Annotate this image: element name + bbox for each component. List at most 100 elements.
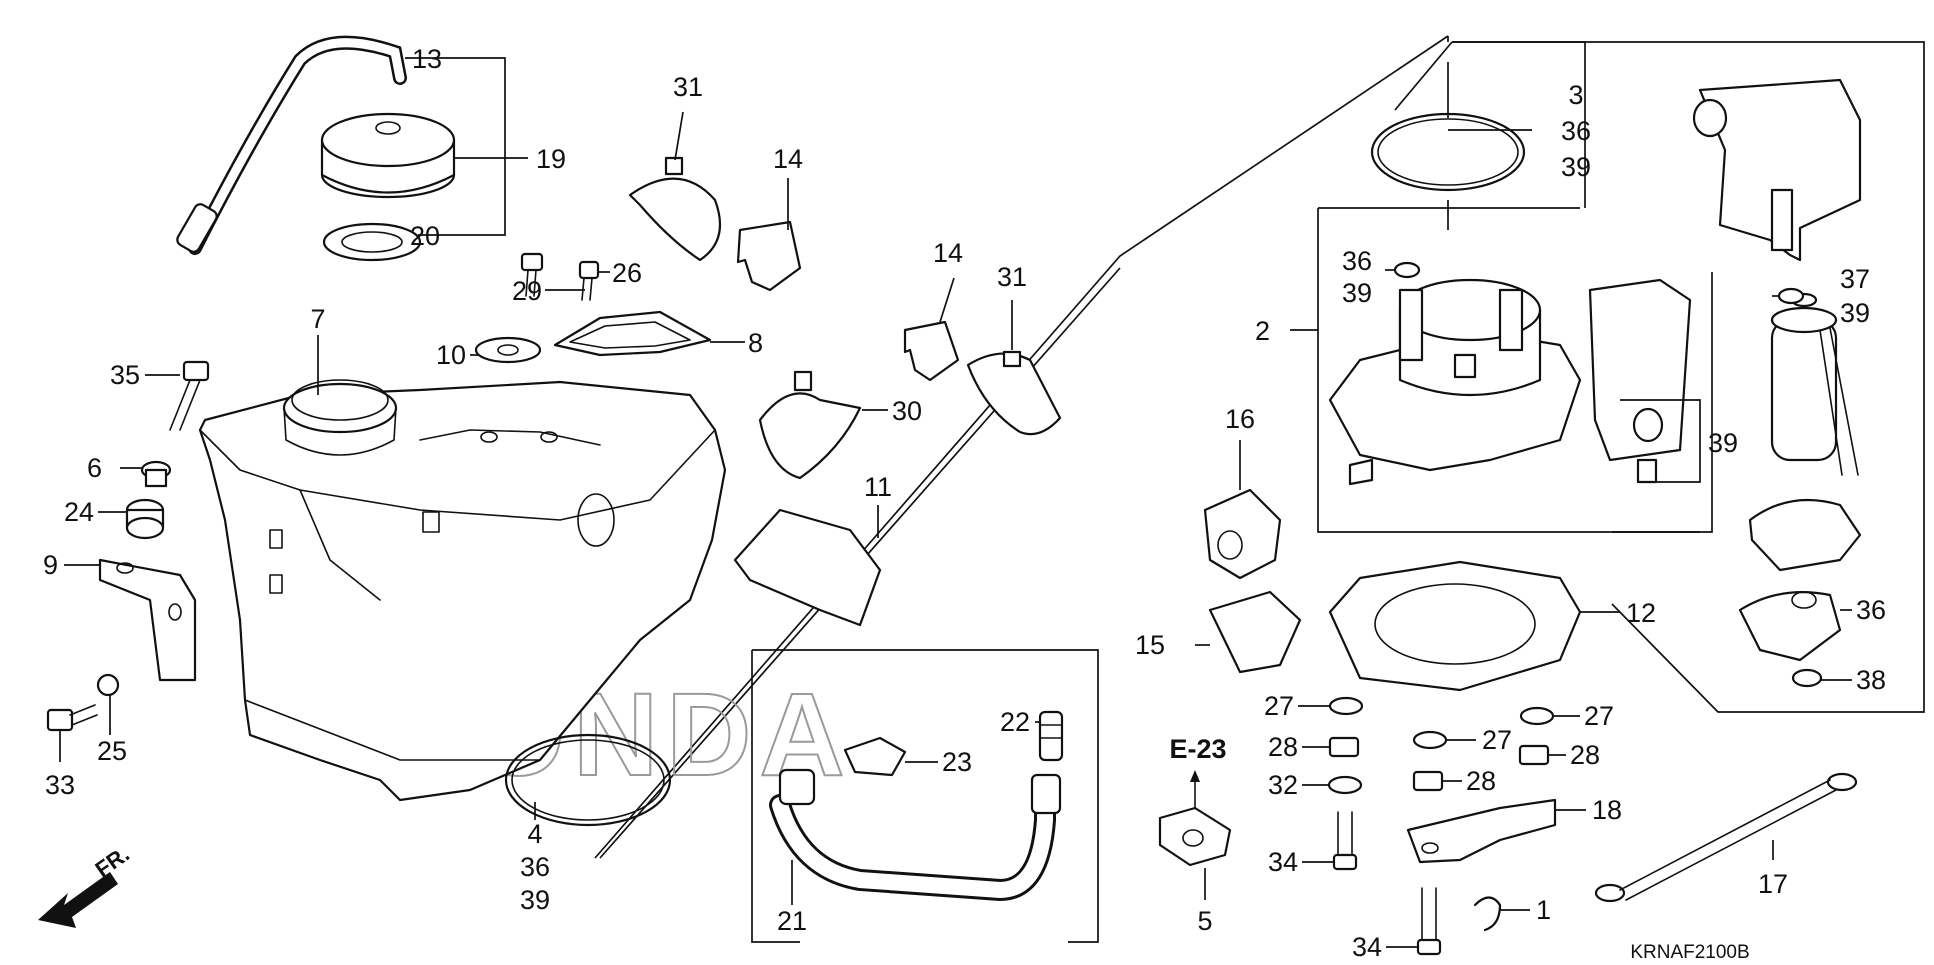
hose-clip-5 — [1158, 806, 1232, 867]
callout-7: 7 — [310, 304, 325, 334]
callout-16: 16 — [1225, 404, 1255, 434]
gasket-12 — [1328, 560, 1582, 692]
o-ring-37 — [1777, 287, 1805, 305]
callout-labels: 13 19 20 31 14 14 31 29 26 10 8 30 11 7 … — [43, 44, 1886, 962]
callout-4-39: 39 — [520, 885, 550, 915]
tank-seal-ring — [504, 733, 672, 827]
stay-18 — [1406, 798, 1557, 864]
bolt-34a — [1332, 811, 1358, 871]
hose-joint-22 — [1038, 710, 1064, 762]
callout-12: 12 — [1626, 598, 1656, 628]
callout-9: 9 — [43, 550, 58, 580]
callout-19: 19 — [536, 144, 566, 174]
bolt-33 — [46, 704, 98, 732]
fuel-tank — [198, 379, 727, 802]
breather-tube — [176, 35, 407, 255]
bolt-29 — [520, 252, 544, 297]
callout-11: 11 — [864, 472, 892, 502]
callout-39: 39 — [1708, 428, 1738, 458]
fuel-pump-motor — [1770, 292, 1859, 476]
band-31b — [966, 350, 1062, 436]
callout-27a: 27 — [1264, 691, 1294, 721]
fuel-filter-39 — [1588, 278, 1692, 484]
filler-cap-gasket — [322, 222, 422, 262]
callout-10: 10 — [436, 340, 466, 370]
fuel-filler-cap — [320, 112, 456, 199]
callout-3-36: 36 — [1561, 116, 1591, 146]
callout-4-36: 36 — [520, 852, 550, 882]
washers-27 — [1328, 696, 1555, 750]
cushion-11 — [733, 508, 882, 627]
callout-8: 8 — [748, 328, 763, 358]
callout-23: 23 — [942, 747, 972, 777]
pump-holder — [1748, 498, 1862, 572]
reference-e23: E-23 — [1169, 734, 1226, 764]
callout-36b: 36 — [1856, 595, 1886, 625]
callout-25: 25 — [97, 736, 127, 766]
cushion-14b — [903, 320, 960, 382]
callout-28b: 28 — [1466, 766, 1496, 796]
band-30 — [758, 370, 862, 480]
band-31a — [628, 156, 722, 262]
callout-32: 32 — [1268, 770, 1298, 800]
callout-14a: 14 — [773, 144, 803, 174]
callout-22: 22 — [1000, 707, 1030, 737]
pump-housing-top — [1692, 78, 1862, 262]
callout-21: 21 — [777, 906, 807, 936]
callout-27c: 27 — [1584, 701, 1614, 731]
diagram-code: KRNAF2100B — [1630, 942, 1749, 963]
o-ring-36a — [1393, 261, 1421, 279]
callout-37-39: 39 — [1840, 298, 1870, 328]
front-label: FR. — [91, 841, 134, 882]
callout-31a: 31 — [673, 72, 703, 102]
callout-29: 29 — [512, 276, 542, 306]
callout-30: 30 — [892, 396, 922, 426]
callout-14b: 14 — [933, 238, 963, 268]
bolt-34b — [1416, 887, 1442, 956]
nut-38 — [1791, 668, 1823, 688]
callout-33: 33 — [45, 770, 75, 800]
callout-5: 5 — [1197, 906, 1212, 936]
callout-27b: 27 — [1482, 725, 1512, 755]
callout-15: 15 — [1135, 630, 1165, 660]
stay-bracket-9 — [98, 558, 197, 682]
callout-13: 13 — [412, 44, 442, 74]
connector-cover-15 — [1208, 590, 1302, 674]
clip-1 — [1473, 896, 1502, 932]
callout-20: 20 — [410, 221, 440, 251]
callout-28c: 28 — [1570, 740, 1600, 770]
callout-1: 1 — [1536, 895, 1551, 925]
callout-24: 24 — [64, 497, 94, 527]
gasket-8 — [553, 310, 712, 357]
fuel-hose-21 — [769, 768, 1062, 902]
callout-34a: 34 — [1268, 847, 1298, 877]
callout-37: 37 — [1840, 264, 1870, 294]
callout-35: 35 — [110, 360, 140, 390]
callout-3: 3 — [1568, 80, 1583, 110]
callout-3-39: 39 — [1561, 152, 1591, 182]
clip-23 — [843, 736, 907, 777]
callout-31b: 31 — [997, 262, 1027, 292]
pressure-regulator-36 — [1738, 591, 1842, 662]
leader-lines — [59, 57, 1852, 948]
screw-26 — [578, 260, 600, 301]
callout-18: 18 — [1592, 795, 1622, 825]
washer-25 — [96, 673, 120, 697]
callout-2: 2 — [1255, 316, 1270, 346]
fuel-pump-body-2 — [1328, 278, 1582, 486]
callout-26: 26 — [612, 258, 642, 288]
wire-band-17 — [1594, 772, 1858, 903]
collar-10 — [474, 336, 542, 364]
callout-36a-39: 39 — [1342, 278, 1372, 308]
callout-36a: 36 — [1342, 246, 1372, 276]
callout-4: 4 — [527, 819, 542, 849]
callout-28a: 28 — [1268, 732, 1298, 762]
connector-cover-16 — [1203, 488, 1282, 580]
cushion-14a — [736, 220, 802, 292]
front-direction-arrow: FR. — [38, 841, 134, 928]
callout-38: 38 — [1856, 665, 1886, 695]
bolt-35 — [169, 360, 210, 431]
pump-seal-ring-3 — [1370, 112, 1526, 192]
washer-32 — [1327, 775, 1363, 795]
collar-6 — [140, 460, 172, 488]
